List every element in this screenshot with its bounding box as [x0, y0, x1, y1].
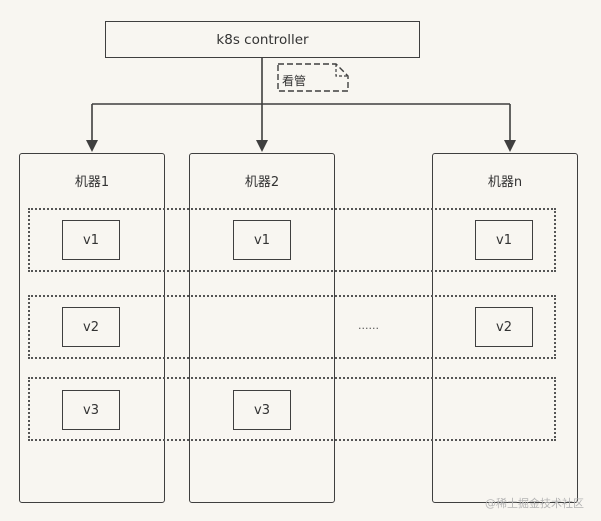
pod-mn-v2: v2: [475, 307, 533, 347]
arrowhead-2: [256, 140, 268, 152]
arrowhead-n: [504, 140, 516, 152]
watch-note-shape: [277, 63, 349, 92]
machine-1-label: 机器1: [74, 175, 110, 190]
pod-m2-v3: v3: [233, 390, 291, 430]
watermark: @稀土掘金技术社区: [485, 497, 584, 510]
arrowhead-1: [86, 140, 98, 152]
machine-2: 机器2: [189, 153, 335, 503]
version-row-v2: [28, 295, 556, 359]
k8s-controller-label: k8s controller: [216, 31, 309, 48]
pod-m1-v1: v1: [62, 220, 120, 260]
watch-note-fold: [335, 64, 348, 77]
version-row-v1: [28, 208, 556, 272]
machine-2-label: 机器2: [244, 175, 280, 190]
version-row-v3: [28, 377, 556, 441]
pod-mn-v1: v1: [475, 220, 533, 260]
pod-m2-v1: v1: [233, 220, 291, 260]
watch-label: 看管: [282, 74, 307, 88]
machine-n-label: 机器n: [487, 175, 523, 190]
pod-m1-v2: v2: [62, 307, 120, 347]
pod-m1-v3: v3: [62, 390, 120, 430]
ellipsis: ......: [358, 319, 379, 332]
k8s-controller-box: k8s controller: [105, 21, 420, 58]
